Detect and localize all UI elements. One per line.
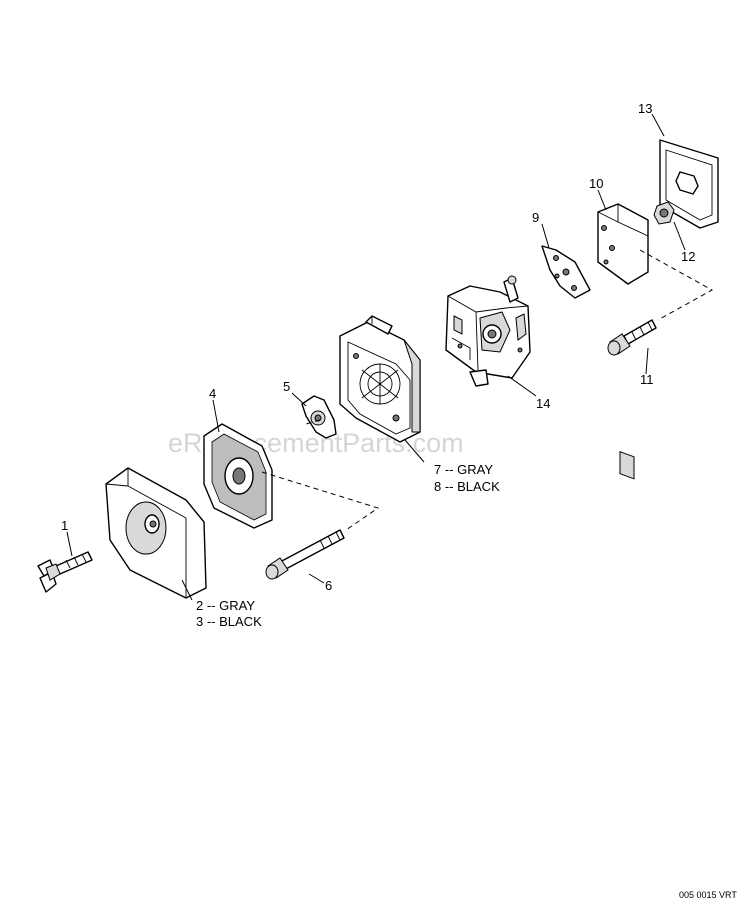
- label-part-13: 13: [638, 101, 652, 116]
- label-part-9: 9: [532, 210, 539, 225]
- label-part-4: 4: [209, 386, 216, 401]
- assembly-lines: [261, 249, 714, 531]
- label-part-1: 1: [61, 518, 68, 533]
- callout-lines: [66, 113, 686, 601]
- part-4-filter: [203, 423, 273, 529]
- part-2-3-cover: [105, 467, 207, 599]
- part-9-gasket: [541, 245, 591, 299]
- part-1-wing-screw: [37, 551, 93, 593]
- label-part-3: 3 -- BLACK: [196, 614, 262, 629]
- part-10-insulator: [597, 203, 649, 480]
- part-5-gasket: [301, 395, 337, 439]
- part-6-bolt: [265, 529, 345, 580]
- part-12-nut: [653, 201, 675, 225]
- label-part-6: 6: [325, 578, 332, 593]
- label-part-10: 10: [589, 176, 603, 191]
- label-part-2: 2 -- GRAY: [196, 598, 255, 613]
- part-labels: 1 2 -- GRAY 3 -- BLACK 4 5 6 7 -- GRAY 8…: [61, 101, 695, 629]
- part-14-carburetor: [445, 275, 531, 387]
- label-part-11: 11: [640, 372, 654, 387]
- label-part-8: 8 -- BLACK: [434, 479, 500, 494]
- part-11-bolt: [607, 319, 657, 356]
- label-part-5: 5: [283, 379, 290, 394]
- part-13-gasket: [659, 139, 719, 229]
- drawing-code: 005 0015 VRT: [679, 890, 737, 900]
- part-7-8-air-cleaner-case: [339, 315, 421, 443]
- label-part-7: 7 -- GRAY: [434, 462, 493, 477]
- label-part-12: 12: [681, 249, 695, 264]
- label-part-14: 14: [536, 396, 550, 411]
